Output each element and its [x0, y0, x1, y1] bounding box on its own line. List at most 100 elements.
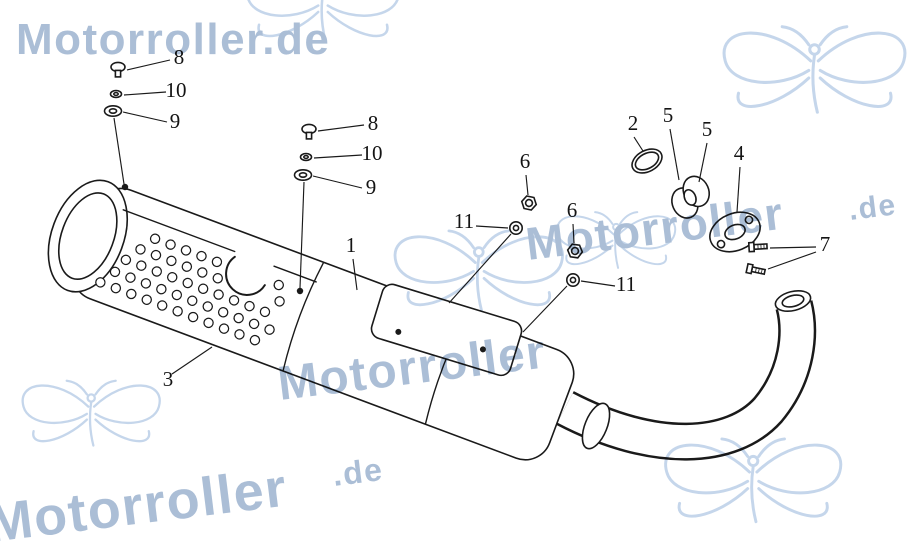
shield-hole	[213, 289, 224, 300]
muffler-body	[47, 179, 575, 461]
bracket-hole-left	[395, 328, 402, 335]
shield-hole	[150, 249, 162, 261]
body-screw-hole	[296, 287, 304, 295]
shield-hole	[197, 283, 209, 295]
shield-hole	[156, 300, 168, 311]
leader-11a	[475, 225, 509, 229]
callout-11a: 11	[454, 209, 474, 233]
shield-hole	[218, 323, 230, 334]
shield-hole	[165, 239, 176, 250]
watermark-logos	[21, 0, 907, 524]
leader-4	[736, 166, 741, 213]
shield-hole	[120, 254, 132, 266]
cap-screw-hole	[121, 183, 129, 191]
shield-hole	[244, 300, 255, 312]
shield-hole	[273, 279, 284, 291]
shield-hole	[151, 266, 163, 277]
washer-a	[509, 221, 523, 235]
callout-4: 4	[734, 141, 745, 165]
shield-hole	[109, 266, 121, 278]
leader-11a-part	[448, 233, 512, 304]
shield-hole	[156, 283, 167, 295]
leader-11b	[580, 280, 616, 287]
shield-notch	[225, 255, 266, 296]
callout-11b: 11	[616, 272, 636, 296]
shield-hole	[141, 294, 152, 305]
leader-6b	[572, 223, 575, 244]
pipe-end-flare	[774, 290, 812, 312]
brand-logo-icon	[664, 437, 843, 524]
end-cap-inner	[58, 192, 118, 280]
shield-hole	[274, 296, 285, 307]
leader-5a	[669, 128, 680, 181]
callout-9-mid: 9	[366, 175, 377, 199]
gasket-ring	[631, 148, 663, 174]
shield-hole	[217, 307, 229, 318]
callout-8-upper: 8	[174, 45, 185, 69]
leader-10-mid	[313, 154, 363, 159]
shield-hole	[172, 306, 183, 317]
shield-hole	[187, 311, 199, 323]
callout-1: 1	[346, 233, 357, 257]
leader-7a	[769, 246, 817, 249]
shield-hole	[234, 329, 245, 340]
leader-stack-mid	[299, 181, 305, 289]
shield-hole	[171, 289, 183, 301]
callout-8-mid: 8	[368, 111, 379, 135]
shield-hole	[187, 295, 198, 306]
washer-upper	[109, 89, 123, 99]
exhaust-pipe	[556, 300, 817, 461]
callout-7: 7	[820, 232, 831, 256]
leader-stack-upper	[113, 117, 125, 185]
washer-mid	[299, 152, 313, 162]
callout-10-upper: 10	[166, 78, 187, 102]
shield-hole	[248, 318, 260, 330]
shield-hole	[95, 277, 106, 288]
callout-5a: 5	[663, 103, 674, 127]
stud-bolt-b	[745, 262, 767, 276]
shield-hole	[211, 256, 223, 268]
leader-lines	[113, 59, 817, 375]
brand-logo-icon	[722, 25, 907, 114]
shield-hole	[203, 317, 214, 329]
leader-9-mid	[312, 175, 363, 189]
callout-10-mid: 10	[362, 141, 383, 165]
nut-a	[520, 195, 538, 211]
shield-hole	[228, 295, 240, 306]
shield-hole	[110, 282, 122, 294]
pipe-collar	[581, 402, 611, 450]
shield-hole	[196, 250, 207, 262]
leader-9-upper	[122, 111, 168, 123]
leader-6a	[525, 174, 529, 196]
leader-11b-part	[522, 285, 568, 333]
shield-hole	[212, 273, 223, 284]
seal-washer-upper	[103, 105, 123, 117]
watermark-tld-bottom: .de	[330, 451, 385, 493]
shield-hole	[135, 244, 146, 255]
shield-hole	[249, 334, 261, 346]
watermark-brand-center: Motorroller	[275, 325, 549, 410]
callout-6a: 6	[520, 149, 531, 173]
callout-5b: 5	[702, 117, 713, 141]
leader-2	[633, 136, 644, 152]
mount-bracket	[370, 283, 523, 377]
callout-labels: 8 10 9 8 10 9 1 2 3 4 5 5 6 6 7 11 11	[163, 45, 831, 391]
watermark-texts: Motorroller.de Motorroller .de Motorroll…	[0, 15, 898, 554]
leader-1	[352, 258, 358, 291]
shield-hole	[259, 306, 271, 318]
shield-hole	[126, 288, 137, 300]
shield-hole	[167, 272, 178, 283]
shield-hole	[180, 245, 192, 256]
shield-hole	[136, 260, 147, 271]
callout-9-upper: 9	[170, 109, 181, 133]
shield-hole	[166, 255, 177, 267]
screw-mid	[301, 123, 317, 140]
bracket-plate	[370, 283, 523, 377]
watermark-tld-midright: .de	[847, 188, 899, 227]
callout-2: 2	[628, 111, 639, 135]
leader-10-upper	[123, 91, 167, 96]
seal-washer-mid	[293, 169, 313, 181]
brand-logo-icon	[21, 379, 161, 447]
